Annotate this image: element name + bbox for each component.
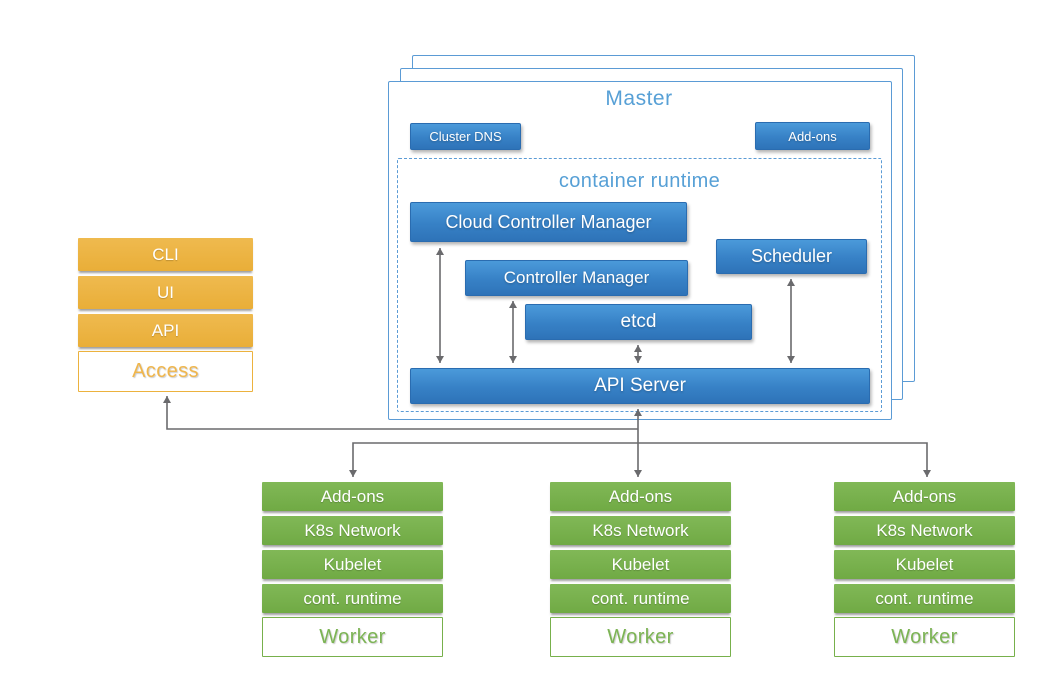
- worker1-row-k8s-network: K8s Network: [262, 516, 443, 545]
- container-runtime-title: container runtime: [558, 170, 721, 192]
- access-row-api: API: [78, 314, 253, 347]
- worker2-label-box: Worker: [550, 617, 731, 657]
- api-server-box: API Server: [410, 368, 870, 404]
- cluster-dns-box: Cluster DNS: [410, 123, 521, 150]
- access-row-ui: UI: [78, 276, 253, 309]
- worker1-label-box: Worker: [262, 617, 443, 657]
- scheduler-box: Scheduler: [716, 239, 867, 274]
- access-label-box: Access: [78, 351, 253, 392]
- worker3-row-cont-runtime: cont. runtime: [834, 584, 1015, 613]
- worker3-row-addons: Add-ons: [834, 482, 1015, 511]
- cloud-controller-manager-box: Cloud Controller Manager: [410, 202, 687, 242]
- worker1-row-cont-runtime: cont. runtime: [262, 584, 443, 613]
- etcd-box: etcd: [525, 304, 752, 340]
- worker1-row-kubelet: Kubelet: [262, 550, 443, 579]
- worker2-row-addons: Add-ons: [550, 482, 731, 511]
- master-addons-box: Add-ons: [755, 122, 870, 150]
- worker1-row-addons: Add-ons: [262, 482, 443, 511]
- worker2-row-kubelet: Kubelet: [550, 550, 731, 579]
- master-title: Master: [605, 87, 673, 110]
- controller-manager-box: Controller Manager: [465, 260, 688, 296]
- worker3-label-box: Worker: [834, 617, 1015, 657]
- access-row-cli: CLI: [78, 238, 253, 271]
- worker3-row-kubelet: Kubelet: [834, 550, 1015, 579]
- worker3-row-k8s-network: K8s Network: [834, 516, 1015, 545]
- line-apiserver-workers-1-3: [349, 442, 931, 477]
- worker2-row-cont-runtime: cont. runtime: [550, 584, 731, 613]
- worker2-row-k8s-network: K8s Network: [550, 516, 731, 545]
